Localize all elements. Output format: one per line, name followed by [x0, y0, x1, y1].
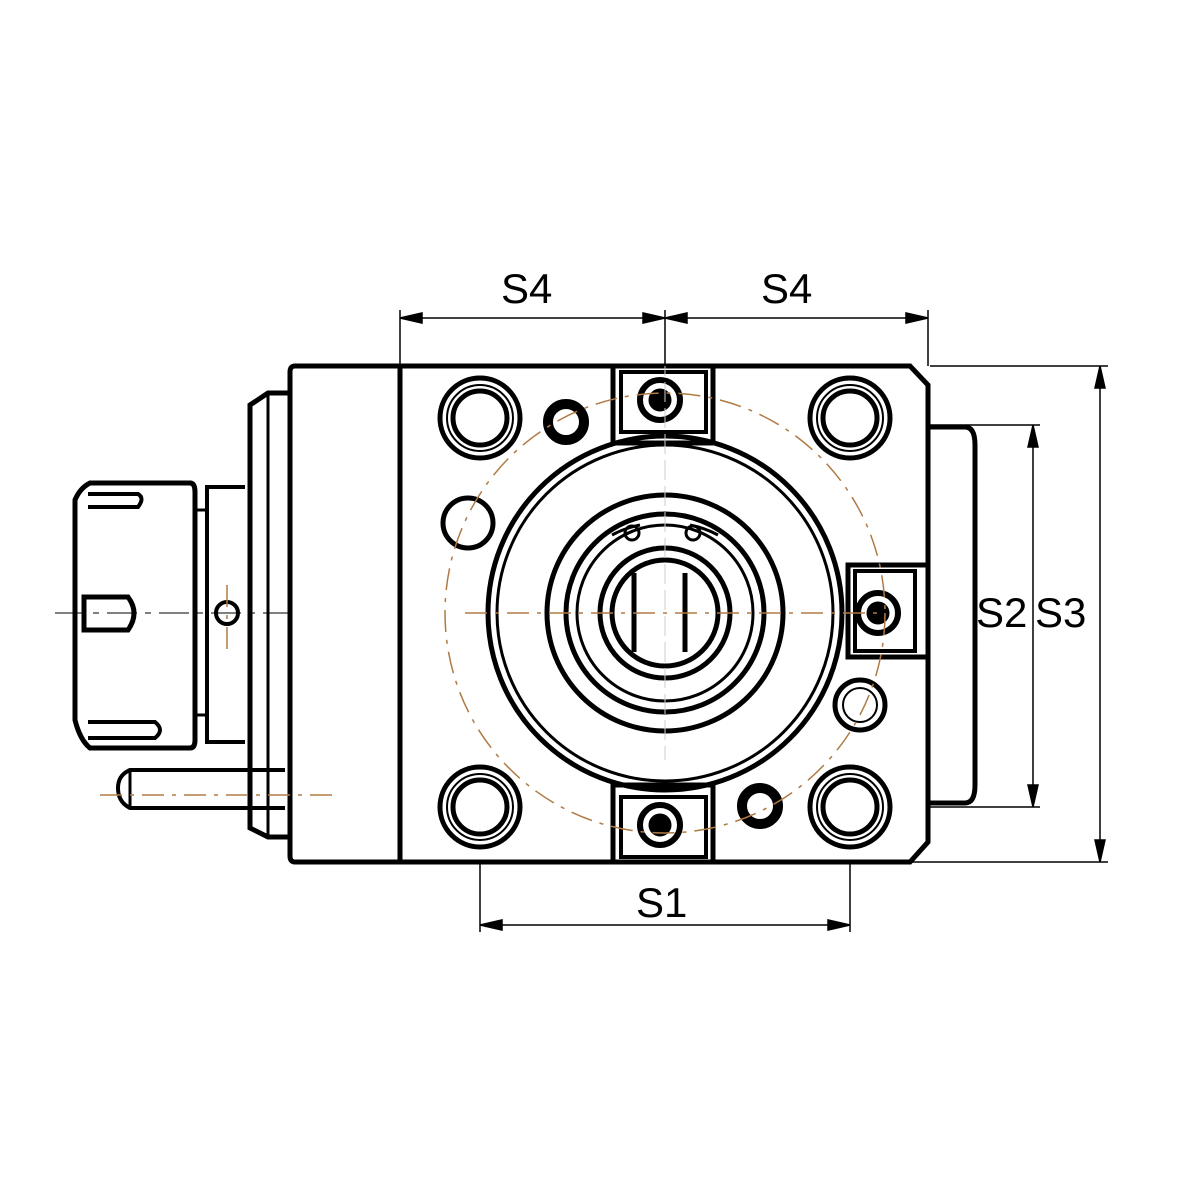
dimension-label-s1: S1 [636, 879, 688, 926]
bolt-holes [437, 375, 893, 850]
dimension-label-s4-right: S4 [761, 265, 813, 312]
dimension-label-s2: S2 [976, 589, 1028, 636]
part-outline [72, 363, 978, 865]
dimension-label-s3: S3 [1035, 589, 1087, 636]
dimension-label-s4-left: S4 [501, 265, 553, 312]
centerlines [100, 392, 886, 834]
dimension-lines [399, 310, 1108, 932]
